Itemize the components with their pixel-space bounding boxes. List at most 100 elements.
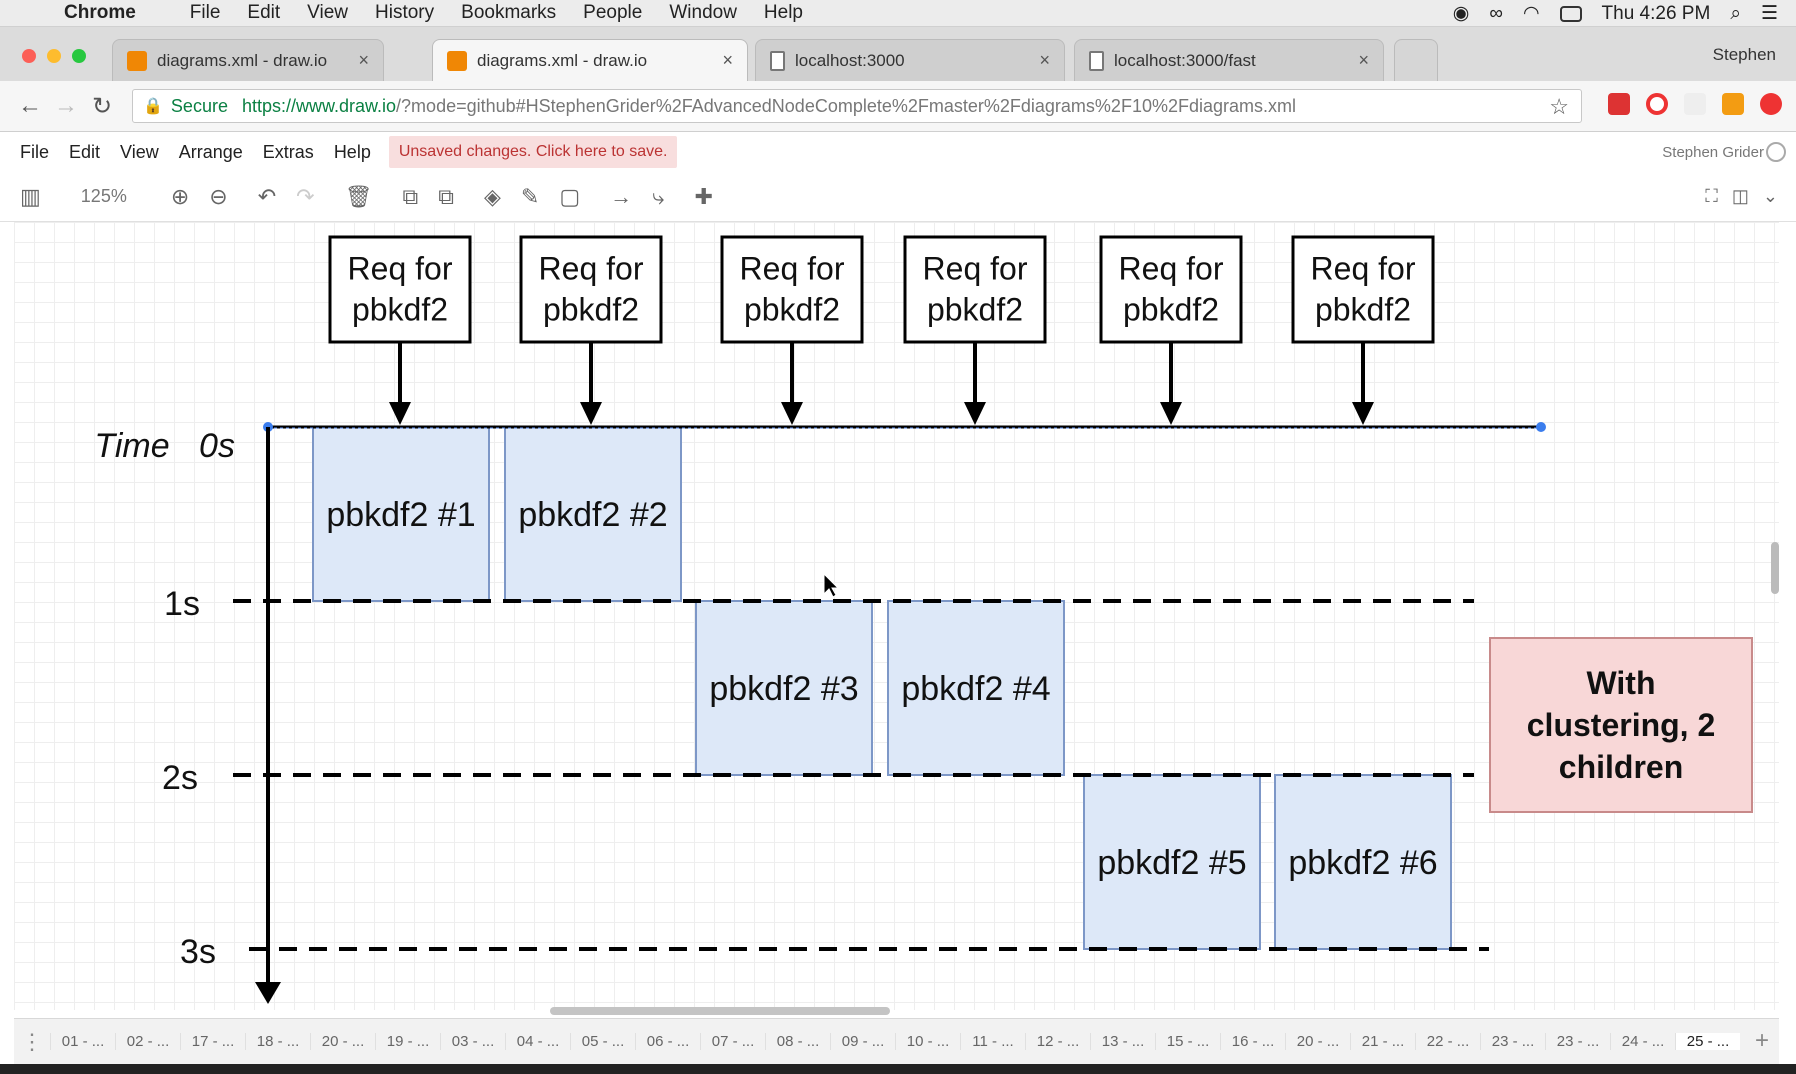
page-tab[interactable]: 24 - ... [1610,1033,1675,1050]
menu-file[interactable]: File [189,2,221,23]
reload-icon[interactable]: ↻ [91,92,113,120]
url-input[interactable]: 🔒 Secure https://www.draw.io /?mode=gith… [132,89,1582,123]
close-window-button[interactable] [22,49,36,63]
undo-icon[interactable]: ↶ [257,183,277,209]
page-tab[interactable]: 13 - ... [1090,1033,1155,1050]
drawio-menu-extras[interactable]: Extras [262,141,314,162]
drawio-menu-help[interactable]: Help [333,141,371,162]
forward-arrow-icon[interactable]: → [54,92,78,119]
horizontal-scrollbar[interactable] [550,1007,890,1015]
add-page-icon[interactable]: + [1754,1027,1769,1054]
close-tab-icon[interactable]: × [1039,50,1050,70]
delete-icon[interactable]: 🗑 [344,183,373,209]
page-tab[interactable]: 01 - ... [50,1033,115,1050]
page-tab[interactable]: 10 - ... [895,1033,960,1050]
menu-people[interactable]: People [583,2,643,23]
drawio-icon [127,50,147,71]
profile-name[interactable]: Stephen [1712,45,1776,64]
page-tab[interactable]: 02 - ... [115,1033,180,1050]
page-tab[interactable]: 03 - ... [440,1033,505,1050]
connection-icon[interactable]: → [610,183,633,209]
page-tab[interactable]: 09 - ... [830,1033,895,1050]
menu-bookmarks[interactable]: Bookmarks [461,2,557,23]
extension-red-icon[interactable] [1608,93,1630,115]
notification-center-icon[interactable]: ☰ [1760,3,1778,24]
battery-icon[interactable] [1559,5,1582,22]
page-tab[interactable]: 21 - ... [1350,1033,1415,1050]
zoom-select[interactable]: 125% [80,186,127,206]
close-tab-icon[interactable]: × [1358,50,1369,70]
format-panel-icon[interactable]: ▥ [20,183,41,209]
page-tab[interactable]: 23 - ... [1545,1033,1610,1050]
page-tab[interactable]: 25 - ... [1675,1033,1740,1050]
zoom-window-button[interactable] [72,49,86,63]
record-icon[interactable]: ◉ [1452,3,1470,24]
close-tab-icon[interactable]: × [358,50,369,70]
wifi-icon[interactable]: ◠ [1522,3,1540,24]
page-tab[interactable]: 22 - ... [1415,1033,1480,1050]
menu-app-chrome[interactable]: Chrome [64,2,136,23]
menu-history[interactable]: History [375,2,435,23]
menu-edit[interactable]: Edit [247,2,281,23]
page-tab[interactable]: 04 - ... [505,1033,570,1050]
pages-menu-icon[interactable]: ⋮ [21,1028,43,1054]
extension-fox-icon[interactable] [1722,93,1744,115]
fill-color-icon[interactable]: ◈ [483,183,501,209]
drawio-menu-view[interactable]: View [120,141,159,162]
page-tab[interactable]: 20 - ... [1285,1033,1350,1050]
unsaved-changes-notice[interactable]: Unsaved changes. Click here to save. [388,136,678,168]
insert-icon[interactable]: ✚ [694,183,713,209]
request-arrow-head [781,402,803,425]
waypoints-icon[interactable]: ⤷ [652,183,665,209]
page-tab[interactable]: 16 - ... [1220,1033,1285,1050]
extension-record-icon[interactable] [1760,93,1782,115]
minimize-window-button[interactable] [47,49,61,63]
to-front-icon[interactable]: ⧉ [402,183,419,209]
close-tab-icon[interactable]: × [722,50,733,70]
redo-icon[interactable]: ↷ [296,183,315,209]
tab-localhost-fast[interactable]: localhost:3000/fast × [1074,39,1384,81]
css-icon[interactable] [1684,93,1706,115]
drawio-menu-arrange[interactable]: Arrange [178,141,243,162]
zoom-in-icon[interactable]: ⊕ [170,183,190,209]
shadow-icon[interactable]: ▢ [559,183,581,209]
glasses-icon[interactable]: ∞ [1489,2,1503,24]
menu-window[interactable]: Window [669,2,737,23]
back-arrow-icon[interactable]: ← [18,92,42,119]
fullscreen-icon[interactable]: ⛶ [1705,186,1718,206]
time-mark-label: 1s [164,585,200,623]
page-tab[interactable]: 17 - ... [180,1033,245,1050]
zoom-out-icon[interactable]: ⊖ [209,183,228,209]
page-tab[interactable]: 06 - ... [635,1033,700,1050]
page-tab[interactable]: 19 - ... [375,1033,440,1050]
vertical-scrollbar[interactable] [1771,542,1779,594]
drawio-menu-file[interactable]: File [20,141,50,162]
tab-diagrams-2[interactable]: diagrams.xml - draw.io × [432,39,748,81]
page-tab[interactable]: 11 - ... [960,1033,1025,1050]
page-tab[interactable]: 07 - ... [700,1033,765,1050]
globe-icon[interactable] [1766,142,1786,162]
opera-icon[interactable] [1646,93,1668,115]
collapse-icon[interactable]: ⌄ [1762,186,1778,206]
page-tab[interactable]: 18 - ... [245,1033,310,1050]
clock-text[interactable]: Thu 4:26 PM [1601,2,1711,24]
page-tab[interactable]: 20 - ... [310,1033,375,1050]
spotlight-search-icon[interactable]: ⌕ [1730,2,1741,24]
to-back-icon[interactable]: ⧉ [438,183,454,209]
page-tab[interactable]: 08 - ... [765,1033,830,1050]
user-menu[interactable]: Stephen Grider [1662,144,1764,161]
drawio-menu-edit[interactable]: Edit [69,141,101,162]
menu-help[interactable]: Help [763,2,803,23]
menu-view[interactable]: View [307,2,349,23]
bookmark-star-icon[interactable]: ☆ [1549,94,1569,119]
page-tab[interactable]: 05 - ... [570,1033,635,1050]
page-tab[interactable]: 12 - ... [1025,1033,1090,1050]
page-tab[interactable]: 23 - ... [1480,1033,1545,1050]
panel-toggle-icon[interactable]: ◫ [1731,186,1749,206]
line-color-icon[interactable]: ✎ [520,183,540,209]
tab-diagrams-1[interactable]: diagrams.xml - draw.io × [112,39,384,81]
page-tab[interactable]: 15 - ... [1155,1033,1220,1050]
tab-localhost[interactable]: localhost:3000 × [755,39,1065,81]
new-tab-button[interactable] [1394,39,1438,81]
